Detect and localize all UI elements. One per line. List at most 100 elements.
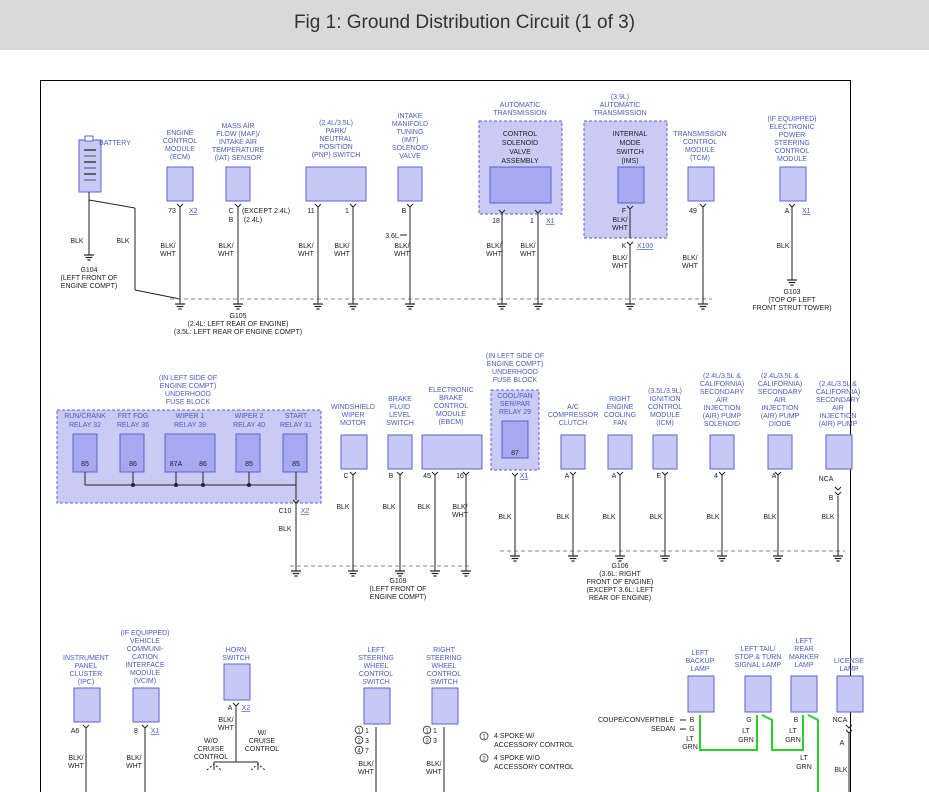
splice-dot: [247, 483, 251, 487]
tail-label: SIGNAL LAMP: [735, 662, 782, 669]
wire-color-label: WHT: [218, 251, 235, 258]
connector-icon: [834, 491, 842, 496]
vcim-label: MODULE: [130, 670, 160, 677]
coupe-label: COUPE/CONVERTIBLE: [598, 717, 674, 724]
vcim-box: [132, 687, 160, 723]
legend-marker: [479, 753, 489, 763]
coolfan-label: SER/PAR: [500, 401, 530, 408]
wire-color-label: GRN: [738, 737, 754, 744]
eps-label: CONTROL: [775, 148, 809, 155]
legend-marker: [422, 725, 432, 735]
connector-label: X1: [520, 473, 529, 480]
maf-label: MASS AIR: [221, 123, 254, 130]
ims-label: (IMS): [621, 158, 638, 165]
page-title: Fig 1: Ground Distribution Circuit (1 of…: [293, 12, 636, 33]
relay-label: RELAY 32: [69, 422, 101, 429]
air-diode-label: CALIFORNIA): [758, 381, 802, 388]
wire-color-label: BLK: [706, 514, 720, 521]
wire-color-label: BLK: [649, 514, 663, 521]
imt-label: (IMT): [402, 137, 419, 144]
pin-label: NCA: [819, 476, 834, 483]
air-pump-label: CALIFORNIA): [816, 389, 860, 396]
legend-text: ACCESSORY CONTROL: [494, 764, 574, 771]
legend-marker: [422, 735, 432, 745]
title-bar: Fig 1: Ground Distribution Circuit (1 of…: [0, 0, 929, 51]
battery: [78, 139, 102, 193]
pnp-box: [305, 166, 367, 202]
note-label: (2.4L): [244, 217, 262, 224]
pin-label: 3: [433, 738, 437, 745]
ground-label: REAR OF ENGINE): [589, 595, 651, 602]
connector-icon: [616, 471, 624, 476]
pin-label: B: [690, 717, 695, 724]
wire-color-label: BLK/: [682, 255, 697, 262]
relay-box: [119, 433, 145, 473]
fuse-block2-label: (IN LEFT SIDE OF: [486, 353, 544, 360]
connector-icon: [349, 203, 357, 208]
ground-label: ENGINE COMPT): [370, 594, 426, 601]
air-pump-box: [825, 434, 853, 470]
connector-icon: [396, 471, 404, 476]
ebcm-box: [421, 434, 483, 470]
marker-label: LEFT: [795, 638, 813, 645]
icm-label: MODULE: [650, 412, 680, 419]
wire-color-label: BLK: [602, 514, 616, 521]
pin-label: E: [657, 473, 662, 480]
rfan-label: COOLING: [604, 412, 636, 419]
ecm-label: CONTROL: [163, 138, 197, 145]
relay-label: WIPER 1: [176, 413, 205, 420]
wire-color-label: WHT: [160, 251, 177, 258]
ground-label: FRONT OF ENGINE): [587, 579, 654, 586]
rfan-label: FAN: [613, 420, 627, 427]
ecm-box: [166, 166, 194, 202]
coolfan-box: [501, 420, 529, 459]
wire-color-label: WHT: [68, 763, 85, 770]
wire-color-label: GRN: [682, 744, 698, 751]
ground-label: (LEFT FRONT OF: [370, 586, 427, 593]
maf-label: INTAKE AIR: [219, 139, 257, 146]
connector-label: X1: [802, 208, 811, 215]
pin-label: 85: [245, 461, 253, 468]
pin-label: F: [622, 208, 626, 215]
legend-marker-number: 3: [425, 739, 429, 745]
rfan-box: [607, 434, 633, 470]
legend-marker-number: 1: [425, 729, 429, 735]
legend-marker: [479, 731, 489, 741]
splice-dot: [131, 483, 135, 487]
pin-label: 45: [423, 473, 431, 480]
wire-color-label: WHT: [426, 769, 443, 776]
ims-group-label: TRANSMISSION: [593, 110, 646, 117]
wiper-label: WINDSHIELD: [331, 404, 375, 411]
connector-icon: [250, 763, 266, 771]
splice-dot: [201, 483, 205, 487]
tcm-label: TRANSMISSION: [673, 131, 726, 138]
pin-label: A: [785, 208, 790, 215]
pin-label: C: [343, 473, 348, 480]
relay-label: START: [285, 413, 308, 420]
ground-label: (EXCEPT 3.6L: LEFT: [587, 587, 655, 594]
air-solenoid-label: (AIR) PUMP: [703, 413, 742, 420]
relay-box: [235, 433, 261, 473]
ipc-label: PANEL: [75, 663, 98, 670]
wire-color-label: WHT: [394, 251, 411, 258]
wire-color-label: WHT: [486, 251, 503, 258]
wire-color-label: BLK/: [218, 243, 233, 250]
pnp-label: (2.4L/3.5L): [319, 120, 353, 127]
wire-color-label: WHT: [612, 263, 629, 270]
air-diode-label: AIR: [774, 397, 786, 404]
pin-label: G: [689, 726, 694, 733]
note-label: (EXCEPT 2.4L): [242, 208, 290, 215]
air-diode-box: [767, 434, 793, 470]
icm-box: [652, 434, 678, 470]
pin-label: A6: [71, 728, 80, 735]
connector-icon: [176, 203, 184, 208]
ipc-label: INSTRUMENT: [63, 655, 110, 662]
ground-label: G103: [783, 289, 800, 296]
air-pump-label: INJECTION: [820, 413, 857, 420]
imt-label: VALVE: [399, 153, 421, 160]
wire-color-label: BLK/: [520, 243, 535, 250]
pin-label: 85: [292, 461, 300, 468]
pin-label: A: [228, 705, 233, 712]
relay-label: FRT FOG: [118, 413, 148, 420]
